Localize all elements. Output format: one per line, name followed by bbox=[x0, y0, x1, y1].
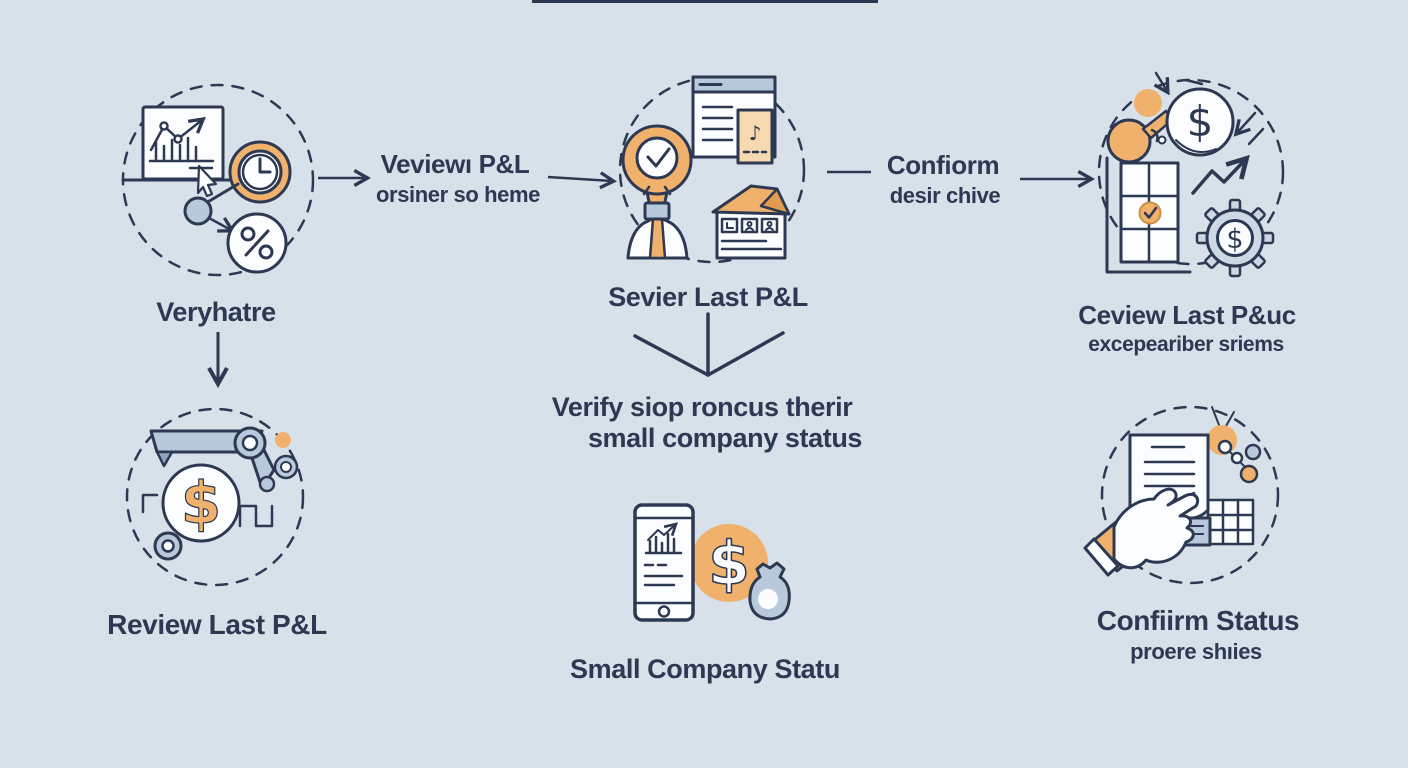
dollar-glyph: $ bbox=[181, 469, 221, 537]
step1-icon-cluster bbox=[121, 83, 315, 277]
step5-label: Small Company Statu bbox=[570, 654, 840, 684]
step2-label: Sevier Last P&L bbox=[608, 282, 808, 312]
clock-icon bbox=[228, 140, 292, 204]
music-note-icon: ♪ bbox=[749, 121, 762, 145]
dashed-circle-icon bbox=[125, 407, 305, 587]
edge2-title: Confiorm bbox=[886, 150, 1000, 180]
dollar-glyph: $ bbox=[708, 529, 750, 599]
percent-icon bbox=[226, 212, 288, 274]
step3-title: Ceview Last P&uc bbox=[1078, 300, 1296, 330]
fist-icon bbox=[1106, 89, 1174, 164]
dollar-badge-icon: $ bbox=[161, 463, 241, 543]
browser-window-icon: ♪ bbox=[691, 75, 777, 165]
house-card-icon bbox=[711, 184, 791, 260]
speed-lines-icon bbox=[1156, 71, 1204, 91]
step-line-icon bbox=[141, 493, 159, 514]
edge1-title: Veviewı P&L bbox=[380, 149, 530, 179]
cursor-icon bbox=[196, 164, 218, 198]
line-bar-chart-card-icon bbox=[141, 105, 225, 181]
coin-circle-icon bbox=[690, 524, 768, 602]
note-line2: small company status bbox=[587, 423, 863, 453]
idea-person-icon bbox=[621, 124, 693, 260]
double-arrow-icon bbox=[1237, 111, 1265, 146]
arrow-right-icon bbox=[547, 177, 612, 181]
table-check-icon bbox=[1105, 156, 1192, 274]
edge1-subtitle: orsiner so heme bbox=[376, 182, 540, 207]
bubble-dots-icon bbox=[153, 426, 299, 561]
phone-icon bbox=[633, 503, 695, 622]
step1-label: Veryhatre bbox=[156, 297, 276, 327]
hand-icon bbox=[1083, 487, 1200, 577]
trend-arrow-icon bbox=[1191, 160, 1245, 195]
step6-icon-cluster bbox=[1083, 405, 1280, 585]
step3-icon-cluster: $ bbox=[1097, 71, 1285, 278]
top-edge-bar bbox=[532, 0, 878, 3]
gear-dollar-icon: $ bbox=[1195, 198, 1275, 278]
dashed-circle-icon bbox=[1097, 78, 1285, 266]
step6-subtitle: proere shıies bbox=[1130, 639, 1262, 664]
dollar-glyph: $ bbox=[1226, 224, 1243, 255]
step6-title: Confiirm Status bbox=[1096, 605, 1300, 636]
dollar-glyph: $ bbox=[1187, 97, 1214, 146]
molecule-icon bbox=[1207, 406, 1262, 484]
note-line1: Verify siop roncus therir bbox=[551, 392, 853, 422]
edge2-subtitle: desir chive bbox=[889, 183, 1001, 208]
connector-dot-icon bbox=[183, 182, 240, 230]
step5-icon-cluster: $ bbox=[633, 503, 791, 622]
dashed-circle-icon bbox=[1100, 405, 1280, 585]
step4-icon-cluster: $ bbox=[125, 407, 305, 587]
step-line-icon bbox=[238, 504, 274, 528]
step3-subtitle: excepeariber sriems bbox=[1088, 333, 1284, 356]
grid-table-icon bbox=[1206, 498, 1255, 546]
money-bag-icon bbox=[748, 561, 791, 621]
dollar-coin-icon: $ bbox=[1165, 87, 1235, 157]
dashed-circle-icon bbox=[618, 76, 806, 264]
step2-icon-cluster: ♪ bbox=[618, 75, 806, 264]
v-connector-icon bbox=[633, 312, 785, 377]
step4-label: Review Last P&L bbox=[107, 609, 327, 640]
